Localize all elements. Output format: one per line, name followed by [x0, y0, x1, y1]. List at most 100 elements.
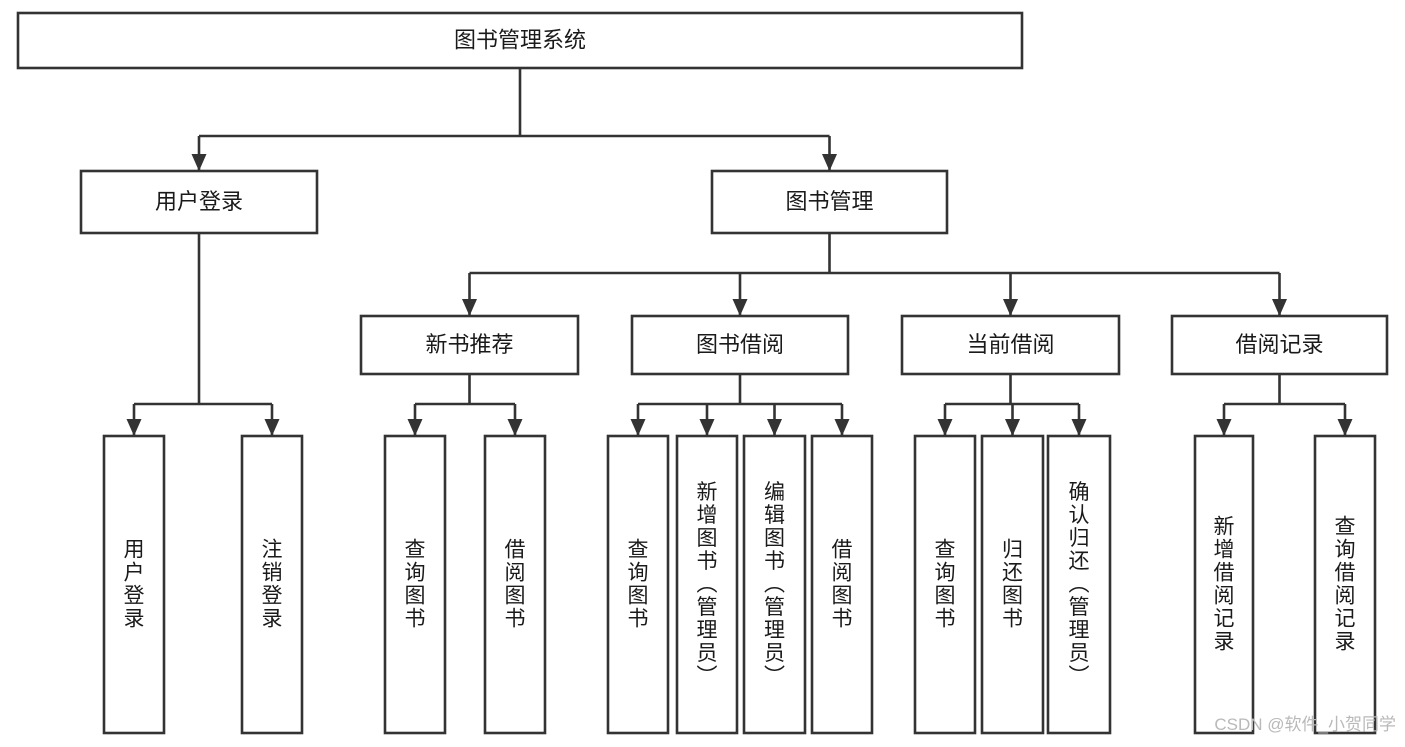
- node-label-char: 录: [1335, 630, 1356, 653]
- node-box-leaf-borrow-book: [810, 434, 874, 735]
- node-label-char: 书: [628, 607, 649, 630]
- node-book-manage[interactable]: 图书管理: [710, 169, 949, 235]
- node-label-char: 增: [697, 504, 718, 527]
- node-box-leaf-user-login: [102, 434, 166, 735]
- node-label-char: 认: [1069, 504, 1090, 527]
- node-label-char: 图: [1002, 584, 1023, 607]
- node-label-char: 书: [935, 607, 956, 630]
- node-leaf-query-book-current[interactable]: 查询图书查询图书: [913, 434, 977, 735]
- node-label-char: 图: [628, 584, 649, 607]
- node-label-char: 用: [124, 538, 145, 561]
- node-label-char: 录: [1214, 630, 1235, 653]
- node-label-char: 记: [1214, 607, 1235, 630]
- node-label-book-borrow: 图书借阅: [696, 332, 784, 357]
- node-leaf-add-borrow-record[interactable]: 新增借阅记录新增借阅记录: [1193, 434, 1255, 735]
- node-label-char: 书: [505, 607, 526, 630]
- arrow-head-leaf-logout-login: [264, 419, 280, 436]
- node-label-char: 图: [405, 584, 426, 607]
- node-box-current-borrow: [900, 314, 1121, 376]
- node-label-char: 图: [764, 527, 785, 550]
- node-box-leaf-confirm-return-admin: [1046, 434, 1112, 735]
- node-book-borrow[interactable]: 图书借阅: [630, 314, 850, 376]
- node-label-char: 查: [1335, 515, 1356, 538]
- node-label-char: 管: [1069, 596, 1090, 619]
- node-label-char: 新: [697, 481, 718, 504]
- node-label-char: 借: [1214, 561, 1235, 584]
- node-borrow-record[interactable]: 借阅记录: [1170, 314, 1389, 376]
- node-box-root: [16, 11, 1024, 70]
- node-label-char: 借: [1335, 561, 1356, 584]
- node-label-char: ︶: [764, 665, 785, 688]
- node-leaf-query-book-borrow[interactable]: 查询图书查询图书: [606, 434, 670, 735]
- arrow-head-leaf-borrow-book-recommend: [507, 419, 523, 436]
- node-box-user-login: [79, 169, 319, 235]
- node-label-char: 阅: [1214, 584, 1235, 607]
- node-label-char: 辑: [764, 504, 785, 527]
- arrow-head-leaf-query-borrow-record: [1337, 419, 1353, 436]
- node-root[interactable]: 图书管理系统: [16, 11, 1024, 70]
- node-label-char: 管: [697, 596, 718, 619]
- node-label-char: 还: [1002, 561, 1023, 584]
- node-box-new-book-recommend: [359, 314, 580, 376]
- node-label-char: ︶: [1069, 665, 1090, 688]
- node-label-char: 借: [832, 538, 853, 561]
- arrow-head-new-book-recommend: [462, 299, 477, 316]
- node-label-char: 登: [124, 584, 145, 607]
- node-leaf-return-book[interactable]: 归还图书归还图书: [980, 434, 1045, 735]
- node-label-char: 询: [628, 561, 649, 584]
- node-label-char: 阅: [1335, 584, 1356, 607]
- node-label-char: 归: [1002, 538, 1023, 561]
- node-label-char: 书: [832, 607, 853, 630]
- node-label-borrow-record: 借阅记录: [1235, 332, 1323, 357]
- node-label-char: 新: [1214, 515, 1235, 538]
- node-label-char: 理: [764, 619, 785, 642]
- node-label-char: 阅: [832, 561, 853, 584]
- node-label-char: 员: [764, 642, 785, 665]
- node-label-new-book-recommend: 新书推荐: [425, 332, 513, 357]
- node-leaf-query-book-recommend[interactable]: 查询图书查询图书: [383, 434, 447, 735]
- node-box-leaf-logout-login: [240, 434, 304, 735]
- node-label-char: 图: [505, 584, 526, 607]
- connector-layer: [126, 68, 1353, 436]
- node-label-user-login: 用户登录: [155, 189, 243, 214]
- node-user-login[interactable]: 用户登录: [79, 169, 319, 235]
- node-label-char: 借: [505, 538, 526, 561]
- node-leaf-logout-login[interactable]: 注销登录注销登录: [240, 434, 304, 735]
- node-label-char: 还: [1069, 550, 1090, 573]
- node-label-char: 查: [405, 538, 426, 561]
- arrow-head-leaf-borrow-book: [834, 419, 850, 436]
- arrow-head-leaf-return-book: [1005, 419, 1020, 436]
- node-label-book-manage: 图书管理: [785, 189, 873, 214]
- node-box-leaf-query-book-recommend: [383, 434, 447, 735]
- node-label-char: 阅: [505, 561, 526, 584]
- node-label-char: 归: [1069, 527, 1090, 550]
- node-label-char: 图: [697, 527, 718, 550]
- node-new-book-recommend[interactable]: 新书推荐: [359, 314, 580, 376]
- node-label-char: 书: [697, 550, 718, 573]
- node-label-char: 录: [124, 607, 145, 630]
- node-leaf-user-login[interactable]: 用户登录用户登录: [102, 434, 166, 735]
- node-box-leaf-add-book-admin: [675, 434, 739, 735]
- node-box-leaf-add-borrow-record: [1193, 434, 1255, 735]
- node-label-char: ︵: [764, 573, 785, 596]
- node-leaf-query-borrow-record[interactable]: 查询借阅记录查询借阅记录: [1313, 434, 1377, 735]
- node-label-char: 员: [697, 642, 718, 665]
- node-leaf-borrow-book-recommend[interactable]: 借阅图书借阅图书: [483, 434, 547, 735]
- node-label-char: 增: [1214, 538, 1235, 561]
- node-leaf-borrow-book[interactable]: 借阅图书借阅图书: [810, 434, 874, 735]
- node-current-borrow[interactable]: 当前借阅: [900, 314, 1121, 376]
- arrow-head-leaf-add-borrow-record: [1216, 419, 1232, 436]
- node-label-char: 确: [1069, 481, 1090, 504]
- arrow-head-leaf-query-book-borrow: [630, 419, 646, 436]
- node-box-leaf-return-book: [980, 434, 1045, 735]
- arrow-head-user-login: [191, 154, 207, 171]
- node-label-char: 查: [628, 538, 649, 561]
- node-label-char: 编: [764, 481, 785, 504]
- node-label-char: ︵: [697, 573, 718, 596]
- node-label-char: 记: [1335, 607, 1356, 630]
- node-box-book-manage: [710, 169, 949, 235]
- arrow-head-leaf-query-book-current: [937, 419, 953, 436]
